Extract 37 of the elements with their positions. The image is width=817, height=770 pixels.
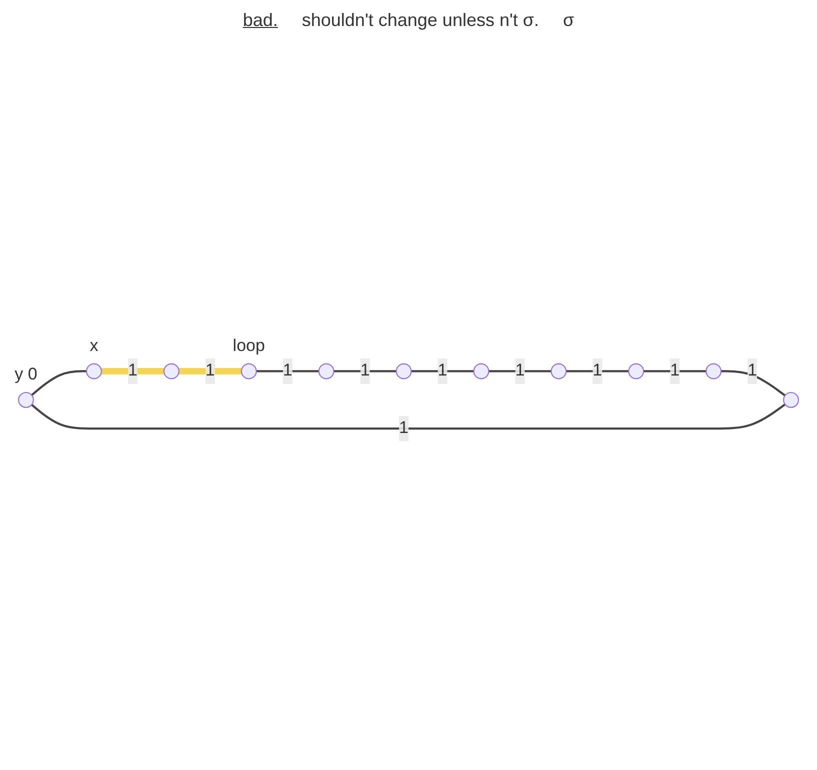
connector: [30, 370, 87, 396]
edge-label: 1: [670, 361, 680, 380]
edge-label: 1: [399, 418, 408, 437]
node-circle: [628, 362, 644, 379]
edge-label: 1: [205, 361, 215, 380]
connector: [644, 370, 706, 372]
edge-label: 1: [360, 361, 370, 380]
node-circle: [86, 362, 102, 379]
node-circle: [396, 362, 412, 379]
node-caption: loop: [232, 336, 265, 355]
connector: [256, 370, 319, 372]
connector: [721, 370, 786, 396]
node-caption: x: [90, 336, 98, 355]
connector: [101, 368, 164, 374]
connector: [488, 370, 552, 372]
node-circle: [783, 392, 799, 408]
connector: [334, 370, 396, 372]
note-text: σ: [563, 10, 574, 31]
node-circle: [163, 362, 180, 379]
node-circle: [550, 362, 567, 379]
edge-label: 1: [128, 361, 138, 380]
connector: [566, 370, 629, 372]
note-text: bad.: [242, 10, 278, 31]
note-text: shouldn't change unless n't σ.: [302, 10, 540, 31]
connector: [178, 368, 242, 374]
edge-label: 1: [592, 361, 602, 380]
edge-label: 1: [438, 361, 448, 380]
edge-label: 1: [282, 361, 292, 380]
node-caption: y 0: [14, 364, 38, 384]
node-circle: [18, 392, 34, 408]
edge-label: 1: [515, 361, 525, 380]
connector: [30, 403, 786, 430]
node-circle: [473, 362, 490, 379]
edge-label: 1: [748, 361, 758, 380]
node-circle: [318, 362, 334, 379]
node-circle: [706, 362, 722, 379]
node-circle: [240, 362, 257, 379]
